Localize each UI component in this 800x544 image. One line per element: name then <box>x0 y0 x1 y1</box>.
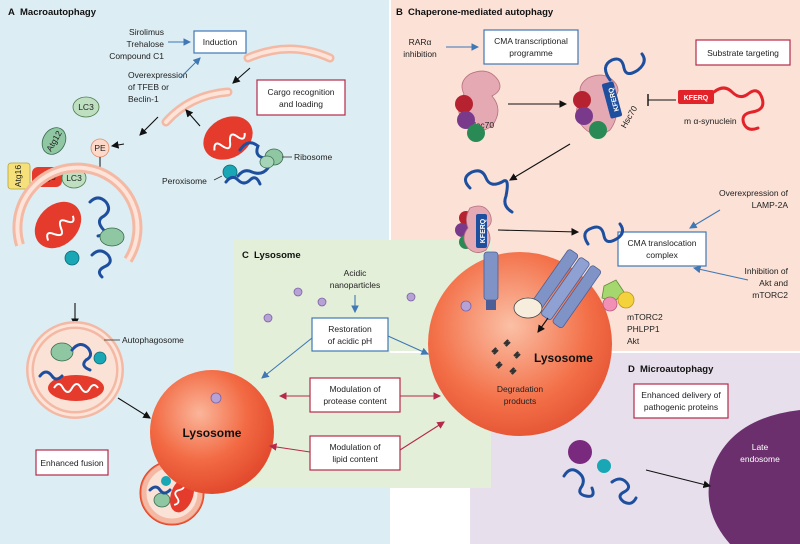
overexpression-line2: of TFEB or <box>128 82 169 92</box>
drug-trehalose: Trehalose <box>127 39 165 49</box>
autophagosome-label: Autophagosome <box>122 335 184 345</box>
kferq-tag-docking <box>476 214 487 248</box>
lamp-line2: LAMP-2A <box>752 200 789 210</box>
late-endosome-line1: Late <box>752 442 769 452</box>
akt-inhib-line3: mTORC2 <box>752 290 788 300</box>
substrate-targeting-label: Substrate targeting <box>707 48 779 58</box>
panel-a-title: Macroautophagy <box>20 7 97 18</box>
late-endosome-line2: endosome <box>740 454 780 464</box>
lamp2a-multimer <box>529 249 602 329</box>
svg-text:KFERQ: KFERQ <box>480 218 487 243</box>
rara-line1: RARα <box>409 37 432 47</box>
cma-programme-line2: programme <box>509 48 553 58</box>
svg-text:PE: PE <box>94 143 106 153</box>
akt-label: Akt <box>627 336 640 346</box>
cma-programme-line1: CMA transcriptional <box>494 36 568 46</box>
mtorc2-label: mTORC2 <box>627 312 663 322</box>
lysosome-left-label: Lysosome <box>183 426 242 440</box>
atg16 <box>7 162 31 190</box>
rara-line2: inhibition <box>403 49 437 59</box>
overexpression-line3: Beclin-1 <box>128 94 159 104</box>
akt-inhib-line1: Inhibition of <box>745 266 789 276</box>
enhanced-delivery-box <box>633 383 729 419</box>
drug-sirolimus: Sirolimus <box>129 27 164 37</box>
drug-compound-c1: Compound C1 <box>109 51 164 61</box>
panel-d-title: Microautophagy <box>640 364 714 375</box>
svg-text:LC3: LC3 <box>66 173 82 183</box>
lipid-line1: Modulation of <box>329 442 381 452</box>
micro-cargo-teal <box>597 459 611 473</box>
kferq-tag-complex <box>601 81 623 119</box>
overexpression-line1: Overexpression <box>128 70 188 80</box>
lc3-top <box>72 96 100 118</box>
ribosome-label: Ribosome <box>294 152 333 162</box>
substrate-targeting-box <box>695 39 791 66</box>
acidic-nanoparticles <box>263 287 416 323</box>
protease-box <box>309 377 401 413</box>
degradation-fragments <box>491 339 521 375</box>
enhanced-fusion-label: Enhanced fusion <box>40 458 104 468</box>
atg12 <box>41 127 67 155</box>
translocation-box <box>617 231 707 267</box>
lamp-line1: Overexpression of <box>719 188 789 198</box>
delivery-line1: Enhanced delivery of <box>641 390 721 400</box>
lipid-line2: lipid content <box>332 454 378 464</box>
lysosome-left <box>150 370 274 494</box>
protease-line1: Modulation of <box>329 384 381 394</box>
svg-text:KFERQ: KFERQ <box>684 95 709 102</box>
nano-line2: nanoparticles <box>330 280 381 290</box>
svg-text:Atg16: Atg16 <box>13 165 23 187</box>
enhanced-fusion-box <box>35 449 109 476</box>
restore-box <box>311 317 389 352</box>
phagophore-mitochondrion <box>34 201 82 249</box>
panel-c-letter: C <box>242 250 249 261</box>
panel-a-letter: A <box>8 7 15 18</box>
peroxisome-label: Peroxisome <box>162 176 207 186</box>
svg-text:LC3: LC3 <box>78 102 94 112</box>
induction-label: Induction <box>203 37 238 47</box>
induction-box <box>193 30 247 54</box>
delivery-line2: pathogenic proteins <box>644 402 718 412</box>
restore-line1: Restoration <box>328 324 372 334</box>
protease-line2: protease content <box>323 396 387 406</box>
nano-line1: Acidic <box>344 268 367 278</box>
degradation-line2: products <box>504 396 537 406</box>
synuclein-label: m α-synuclein <box>684 116 737 126</box>
phlpp1-label: PHLPP1 <box>627 324 660 334</box>
micro-cargo-purple <box>568 440 592 464</box>
cargo-line1: Cargo recognition <box>267 87 334 97</box>
panel-b-title: Chaperone-mediated autophagy <box>408 7 554 18</box>
lysosome-right-label: Lysosome <box>534 351 593 365</box>
late-endosome <box>708 410 800 544</box>
panel-c-title: Lysosome <box>254 250 301 261</box>
cma-programme-box <box>483 29 579 65</box>
panel-d-letter: D <box>628 364 635 375</box>
panel-b-letter: B <box>396 7 403 18</box>
hsc70-free-label: Hsc70 <box>470 120 494 130</box>
lipid-box <box>309 435 401 471</box>
kferq-tag-synuclein <box>678 90 714 104</box>
cargo-box <box>256 79 346 116</box>
cargo-line2: and loading <box>279 99 323 109</box>
akt-inhib-line2: Akt and <box>759 278 788 288</box>
translocation-line2: complex <box>646 250 678 260</box>
translocation-line1: CMA translocation <box>628 238 697 248</box>
lamp2a-monomer <box>483 251 499 310</box>
degradation-line1: Degradation <box>497 384 544 394</box>
restore-line2: of acidic pH <box>328 336 372 346</box>
